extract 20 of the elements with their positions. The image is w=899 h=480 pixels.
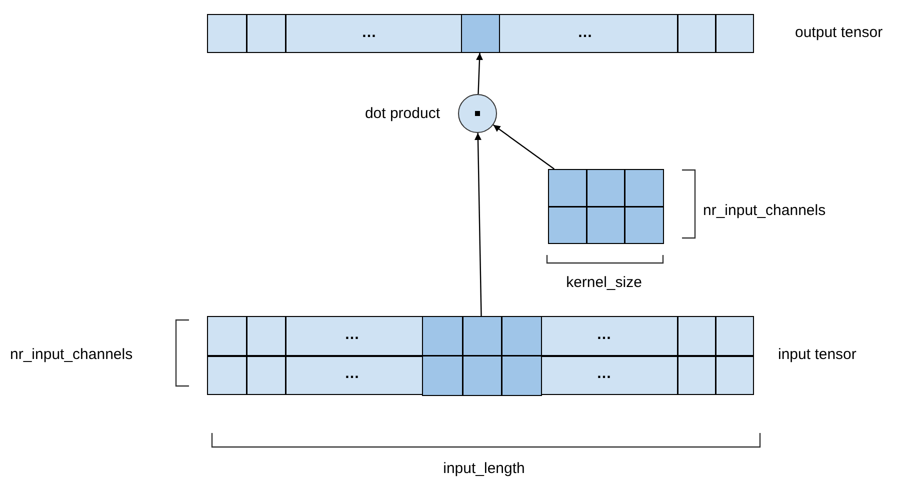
ellipsis-text: … — [596, 326, 612, 344]
arrow — [474, 132, 482, 316]
tensor-label: output tensor — [795, 24, 883, 42]
ellipsis-text: … — [578, 24, 592, 42]
ellipsis-text: … — [344, 326, 360, 344]
ellipsis-text: … — [362, 24, 376, 42]
dot-product-circle — [458, 94, 497, 133]
dimension-label: kernel_size — [566, 274, 642, 292]
highlighted-cells — [422, 316, 542, 396]
dimension-label: nr_input_channels — [10, 346, 133, 364]
ellipsis-text: … — [344, 365, 360, 383]
dimension-label: nr_input_channels — [703, 202, 826, 220]
node-caption: dot product — [364, 104, 440, 122]
arrow — [492, 124, 555, 170]
dimension-label: input_length — [443, 460, 525, 478]
highlighted-cell — [461, 14, 500, 53]
ellipsis-text: … — [596, 365, 612, 383]
tensor-label: input tensor — [778, 346, 856, 364]
arrow — [476, 52, 483, 94]
kernel-grid — [548, 169, 664, 244]
